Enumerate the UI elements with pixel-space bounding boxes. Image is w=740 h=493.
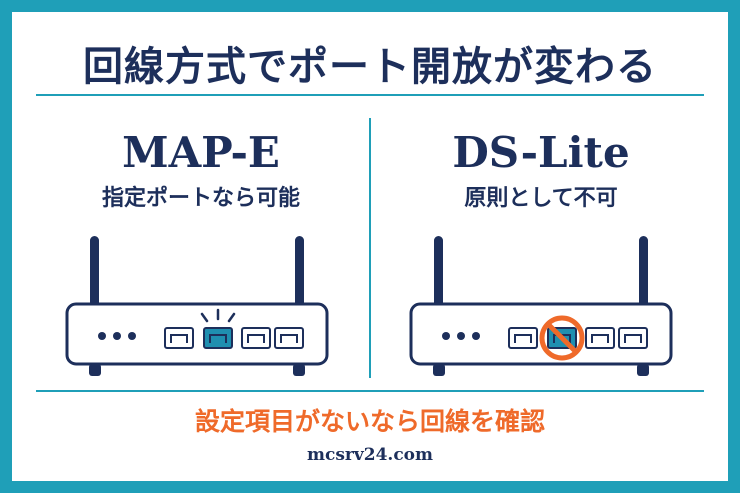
- ds-lite-subtext: 原則として不可: [464, 186, 618, 211]
- ds-lite-column: DS-Lite 原則として不可: [376, 124, 706, 214]
- site-domain: mcsrv24.com: [307, 445, 433, 465]
- map-e-heading: MAP-E: [122, 128, 280, 177]
- map-e-column: MAP-E 指定ポートなら可能: [36, 124, 366, 214]
- ds-lite-heading: DS-Lite: [452, 128, 630, 177]
- router-icon: [409, 236, 673, 376]
- top-divider: [36, 94, 704, 96]
- column-divider: [369, 118, 371, 378]
- bottom-divider: [36, 390, 704, 392]
- page-title: 回線方式でポート開放が変わる: [83, 44, 657, 90]
- prohibited-icon: [539, 315, 585, 361]
- map-e-subtext: 指定ポートなら可能: [101, 186, 300, 211]
- router-icon: [65, 236, 329, 376]
- footer-note: 設定項目がないなら回線を確認: [194, 407, 545, 436]
- card-frame: 回線方式でポート開放が変わる MAP-E 指定ポートなら可能 DS-Lite 原…: [12, 12, 728, 481]
